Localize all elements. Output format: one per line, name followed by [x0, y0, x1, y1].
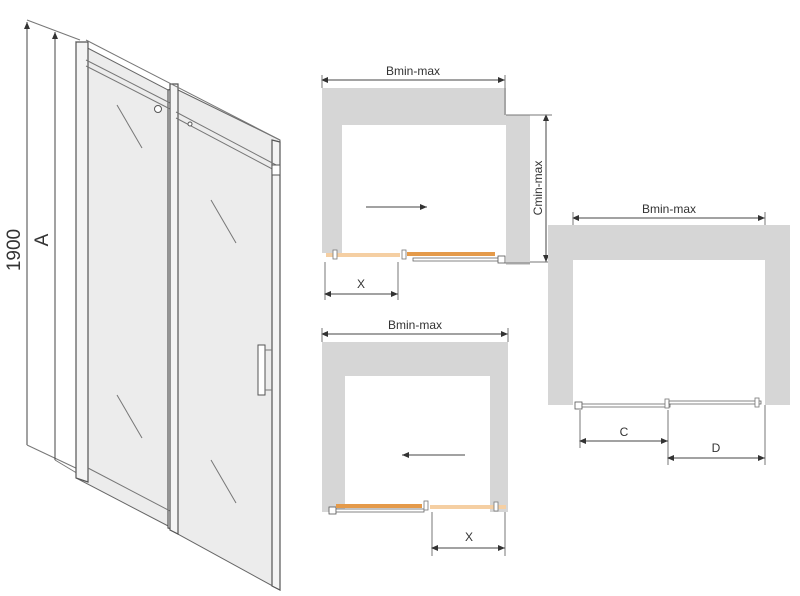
width-label: Bmin-max — [388, 318, 442, 332]
height-dimension-a: A — [32, 32, 81, 476]
plan-closed: Bmin-max C D — [548, 202, 790, 465]
sliding-panel — [85, 39, 281, 591]
plan-sliding-left: Bmin-max X — [321, 318, 509, 556]
opening-label: X — [465, 530, 473, 544]
panel-d-label: D — [712, 441, 721, 455]
opening-label: X — [357, 277, 365, 291]
door-handle — [257, 344, 272, 396]
height-var-label: A — [32, 233, 53, 246]
panel-c-label: C — [620, 425, 629, 439]
height-dimension-1900: 1900 — [4, 19, 81, 471]
width-label: Bmin-max — [642, 202, 696, 216]
depth-label: Cmin-max — [531, 161, 545, 216]
fixed-panel — [75, 41, 177, 531]
plan-sliding-right: Bmin-max Cmin-max X — [321, 64, 552, 300]
door-elevation: 1900 A — [4, 19, 281, 591]
height-label: 1900 — [4, 229, 25, 271]
width-label: Bmin-max — [386, 64, 440, 78]
